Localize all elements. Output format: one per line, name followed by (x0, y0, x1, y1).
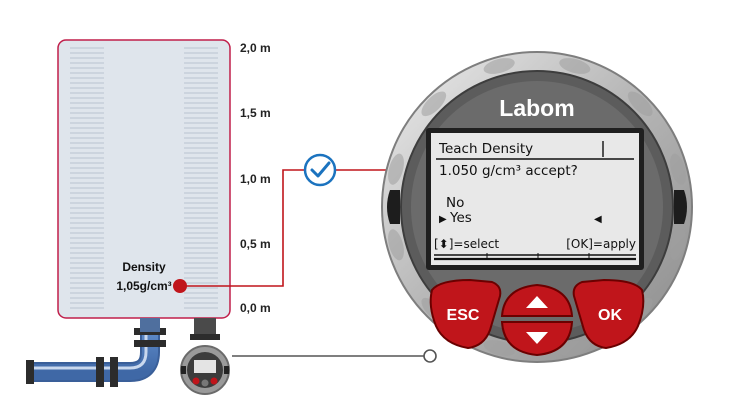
lcd-option-no: No (446, 195, 464, 211)
lcd-title: Teach Density (438, 141, 533, 157)
check-icon (303, 153, 337, 187)
device-labom: Labom Teach Density 1.050 g/cm³ accept? … (381, 51, 693, 363)
tank-body (57, 39, 231, 319)
arrow-up-icon (526, 296, 548, 308)
up-button[interactable] (500, 283, 574, 317)
esc-label: ESC (447, 307, 480, 324)
down-button[interactable] (500, 321, 574, 357)
level-scale: 2,0 m 1,5 m 1,0 m 0,5 m 0,0 m (240, 41, 271, 315)
cursor-left-icon: ◀ (594, 214, 602, 225)
lcd-hint-select: [⬍]=select (434, 237, 499, 251)
lcd-screen: Teach Density 1.050 g/cm³ accept? No ▶ Y… (426, 128, 644, 270)
cursor-right-icon: ▶ (439, 214, 447, 225)
lcd-question: 1.050 g/cm³ accept? (439, 163, 578, 179)
lcd-hint-apply: [OK]=apply (566, 237, 636, 251)
scale-label: 0,0 m (240, 301, 271, 315)
scale-label: 1,5 m (240, 106, 271, 120)
tank (57, 39, 231, 340)
scale-label: 0,5 m (240, 237, 271, 251)
scale-label: 2,0 m (240, 41, 271, 55)
sensor-mount (194, 318, 216, 336)
density-connector-line (180, 169, 428, 287)
scale-label: 1,0 m (240, 172, 271, 186)
arrow-down-icon (526, 332, 548, 344)
small-device (180, 345, 230, 395)
density-label: Density (122, 260, 166, 274)
ok-button[interactable]: OK (572, 278, 645, 350)
brand-logo: Labom (499, 95, 574, 121)
ok-label: OK (598, 307, 622, 324)
density-value: 1,05g/cm³ (116, 279, 171, 293)
density-point-marker (173, 279, 187, 293)
esc-button[interactable]: ESC (429, 278, 502, 350)
lcd-option-yes: Yes (449, 210, 472, 226)
